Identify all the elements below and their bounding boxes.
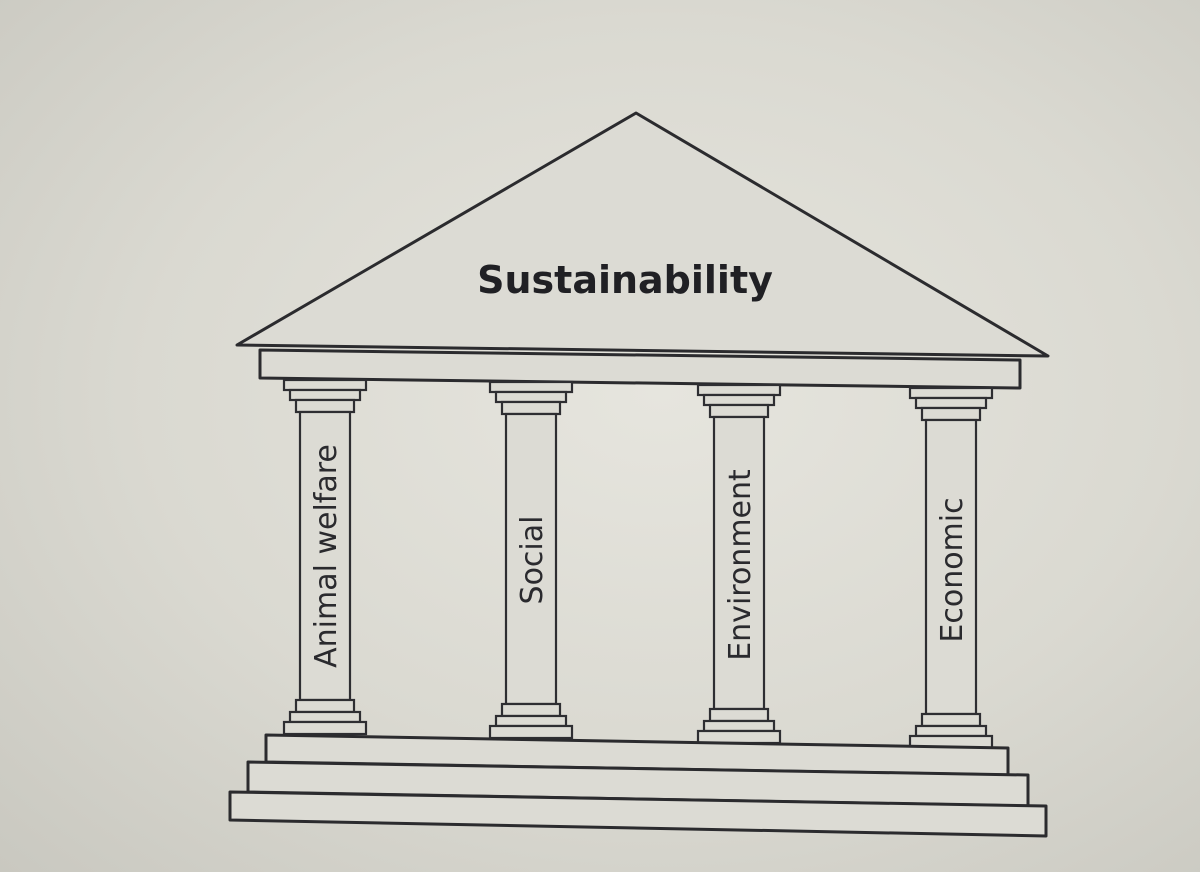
pillar-capital <box>914 396 988 410</box>
pillar-base <box>494 714 568 728</box>
temple-step-bottom <box>228 790 1048 838</box>
pillar-base <box>282 720 368 736</box>
pillar-base <box>702 719 776 733</box>
pillar-capital <box>708 403 770 419</box>
temple-beam <box>258 348 1022 390</box>
pillar-label: Economic <box>935 497 970 642</box>
pillar-capital <box>294 398 356 414</box>
pillar-base <box>696 729 782 745</box>
pillar-base <box>288 710 362 724</box>
pillar-capital <box>702 393 776 407</box>
pillar-base <box>914 724 988 738</box>
pillar-shaft <box>924 418 978 716</box>
temple-roof <box>235 111 1050 358</box>
pillar-capital <box>494 390 568 404</box>
pillar-base <box>294 698 356 714</box>
pillar-base <box>500 702 562 718</box>
pillar-animal-welfare: Animal welfare <box>282 378 368 736</box>
pillar-environment: Environment <box>696 383 782 745</box>
pillar-label: Environment <box>723 469 758 661</box>
pillar-base <box>708 707 770 723</box>
pillar-capital <box>500 400 562 416</box>
pillar-economic: Economic <box>908 386 994 750</box>
pillar-capital <box>696 383 782 397</box>
pillar-shaft <box>504 412 558 706</box>
pillar-shaft <box>298 410 352 702</box>
pillar-capital <box>908 386 994 400</box>
pillar-capital <box>288 388 362 402</box>
diagram-title: Sustainability <box>477 258 773 302</box>
pillar-label: Animal welfare <box>309 444 344 668</box>
pillar-capital <box>488 380 574 394</box>
pillar-capital <box>920 406 982 422</box>
pillar-capital <box>282 378 368 392</box>
pillar-base <box>488 724 574 740</box>
pillar-base <box>920 712 982 728</box>
pillar-label: Social <box>515 516 550 605</box>
pillar-social: Social <box>488 380 574 740</box>
